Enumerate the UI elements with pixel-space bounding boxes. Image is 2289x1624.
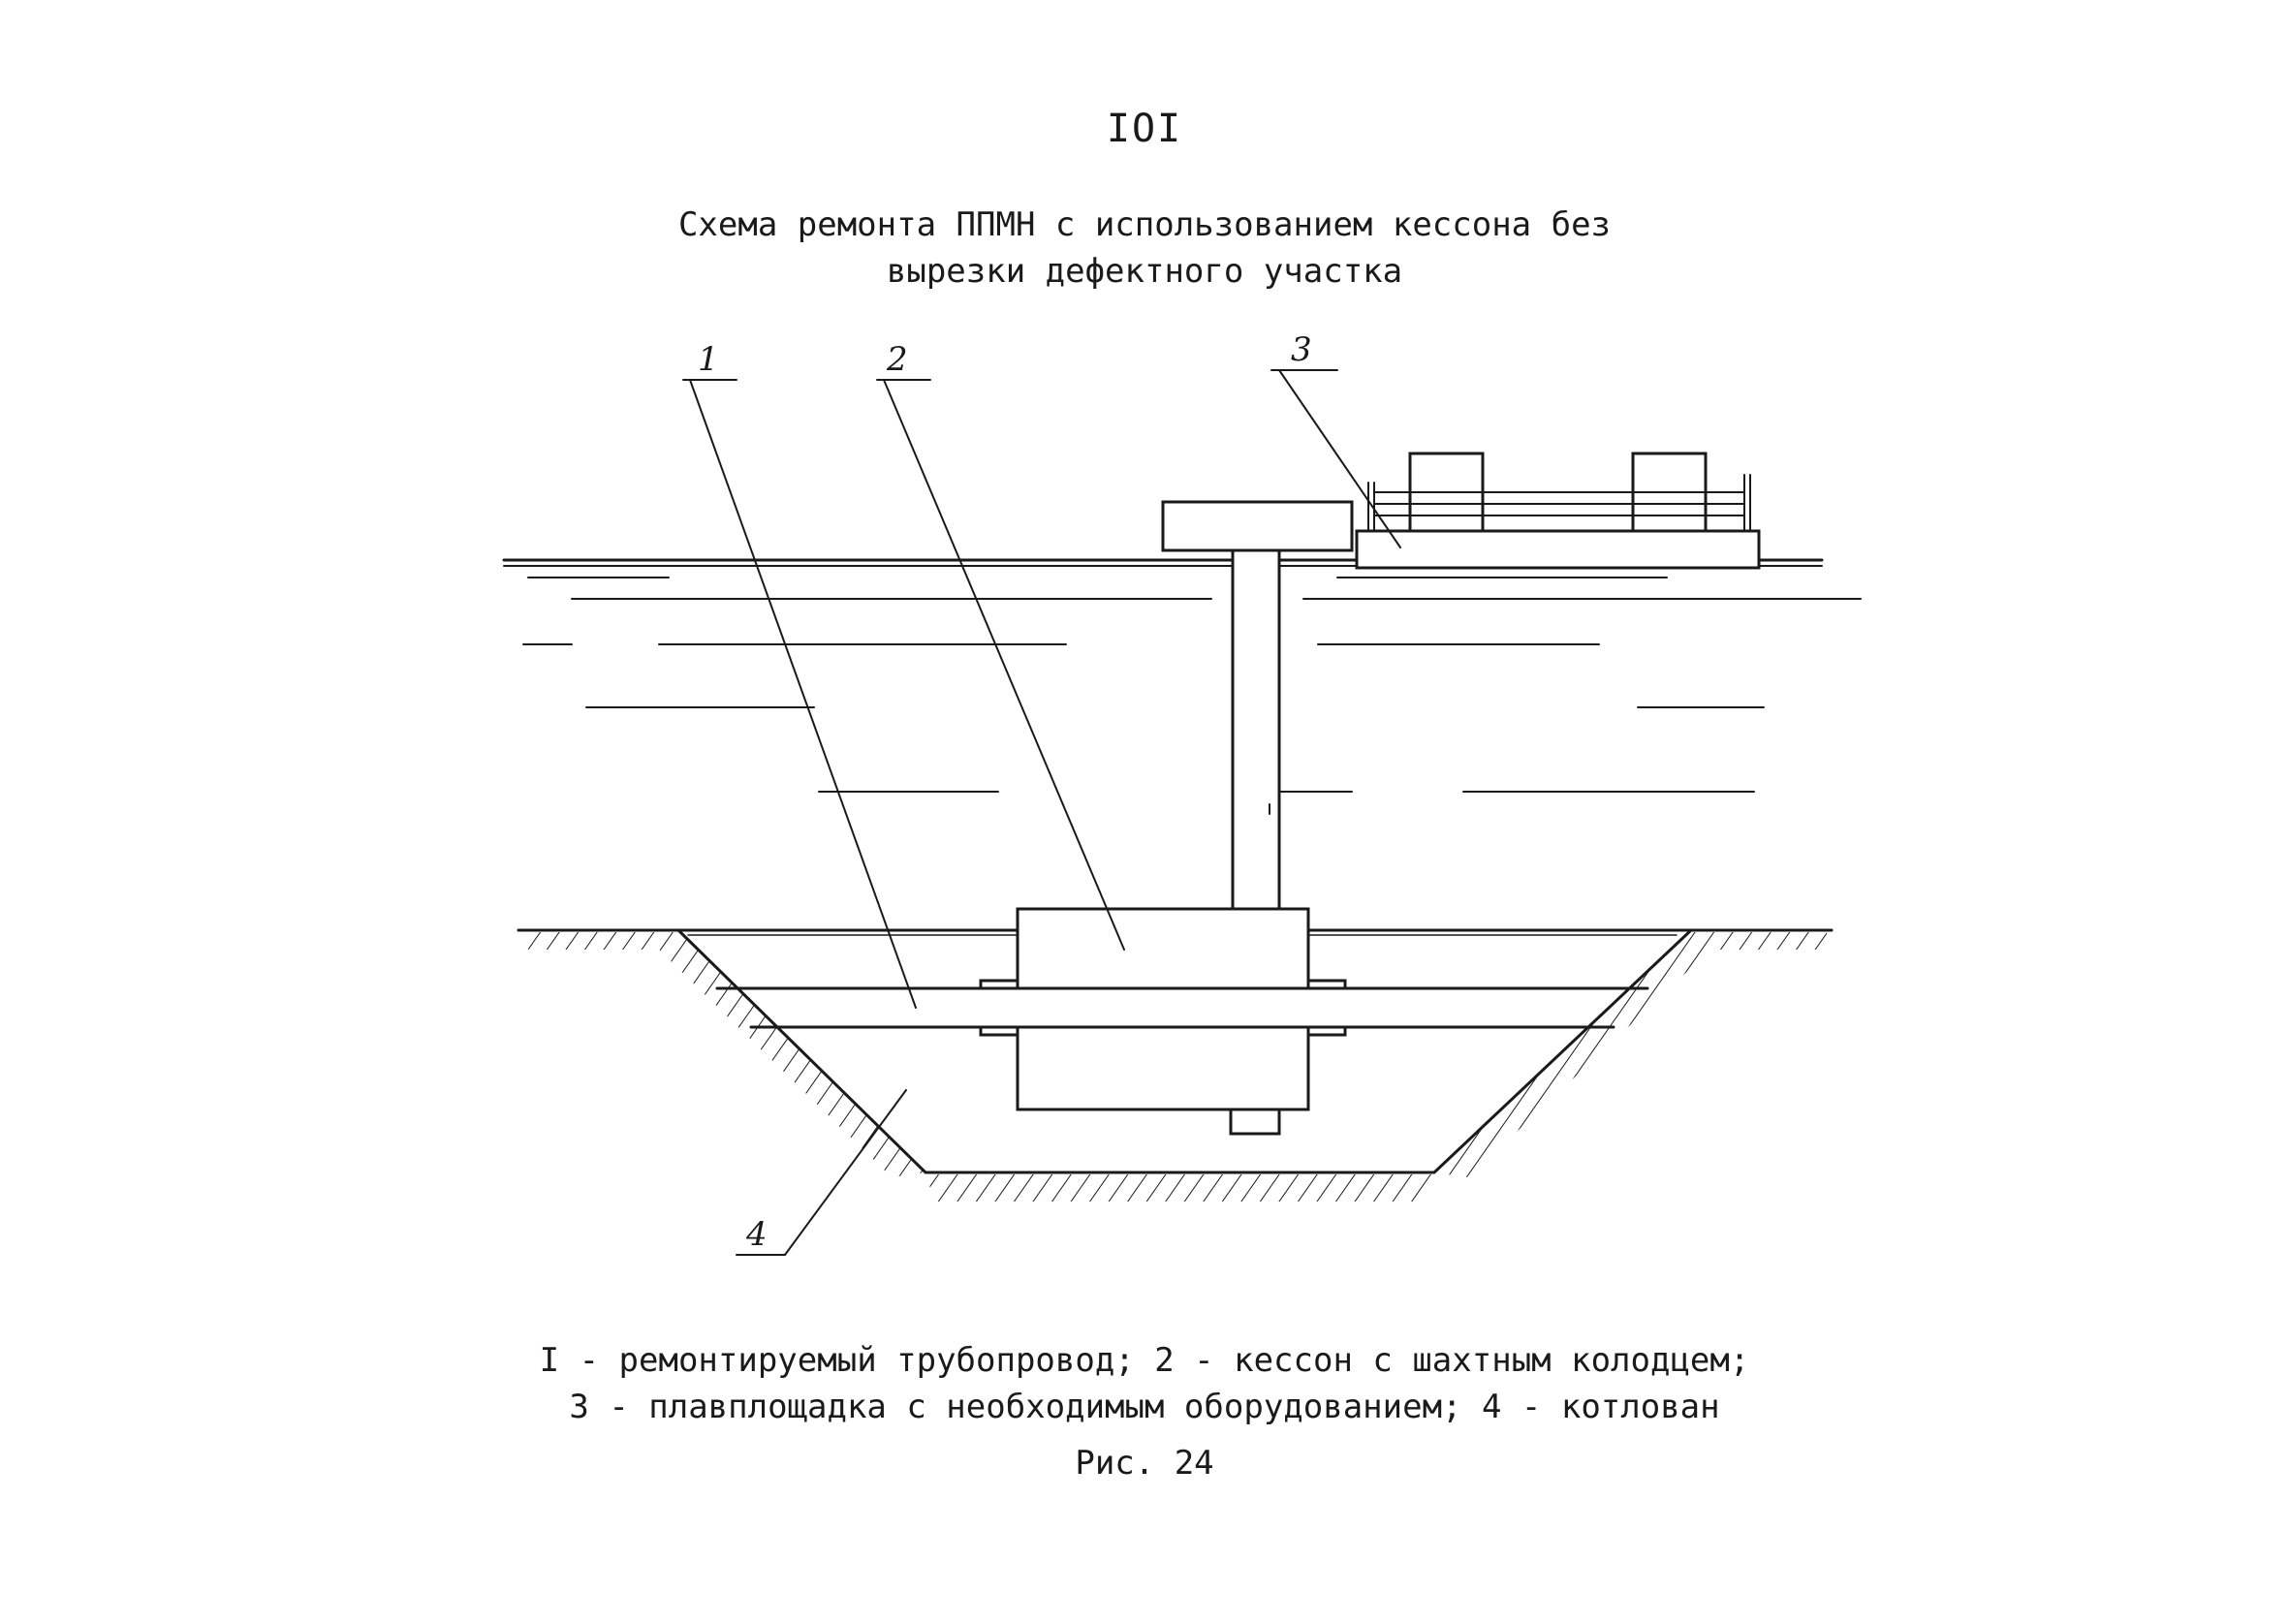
clamp-right-top [1306, 979, 1347, 990]
page-number: IOI [1106, 107, 1183, 151]
float-platform-deck [1355, 529, 1761, 570]
soil-hatch-right [1434, 932, 1827, 1177]
caisson-lower [1016, 1025, 1310, 1111]
trench-outline [676, 928, 1693, 1174]
figure-caption: Рис. 24 [1075, 1444, 1214, 1483]
shaft-well [1231, 507, 1281, 911]
callout-2-label: 2 [886, 340, 908, 379]
clamp-left-bottom [979, 1025, 1019, 1037]
platform-railing [1367, 474, 1751, 532]
caisson-lower-tab [1229, 1108, 1281, 1136]
legend-line-1: I - ремонтируемый трубопровод; 2 - кессо… [539, 1341, 1750, 1380]
clamp-left-top [979, 979, 1019, 990]
soil-hatch-left [528, 932, 925, 1177]
callout-3-label: 3 [1291, 330, 1312, 369]
figure-title-line-1: Схема ремонта ППМН с использованием кесс… [677, 205, 1612, 244]
clamp-right-bottom [1306, 1025, 1347, 1037]
caisson-upper [1016, 907, 1310, 990]
legend-line-2: 3 - плавплощадка с необходимым оборудова… [569, 1388, 1720, 1426]
soil-hatch-bottom [925, 1174, 1434, 1202]
figure-title-line-2: вырезки дефектного участка [886, 252, 1403, 291]
water-lines [522, 577, 1862, 793]
callout-1-label: 1 [698, 340, 719, 379]
shaft-top-platform [1161, 500, 1354, 552]
callout-leaders [682, 369, 1401, 1256]
callout-4-label: 4 [745, 1215, 768, 1254]
